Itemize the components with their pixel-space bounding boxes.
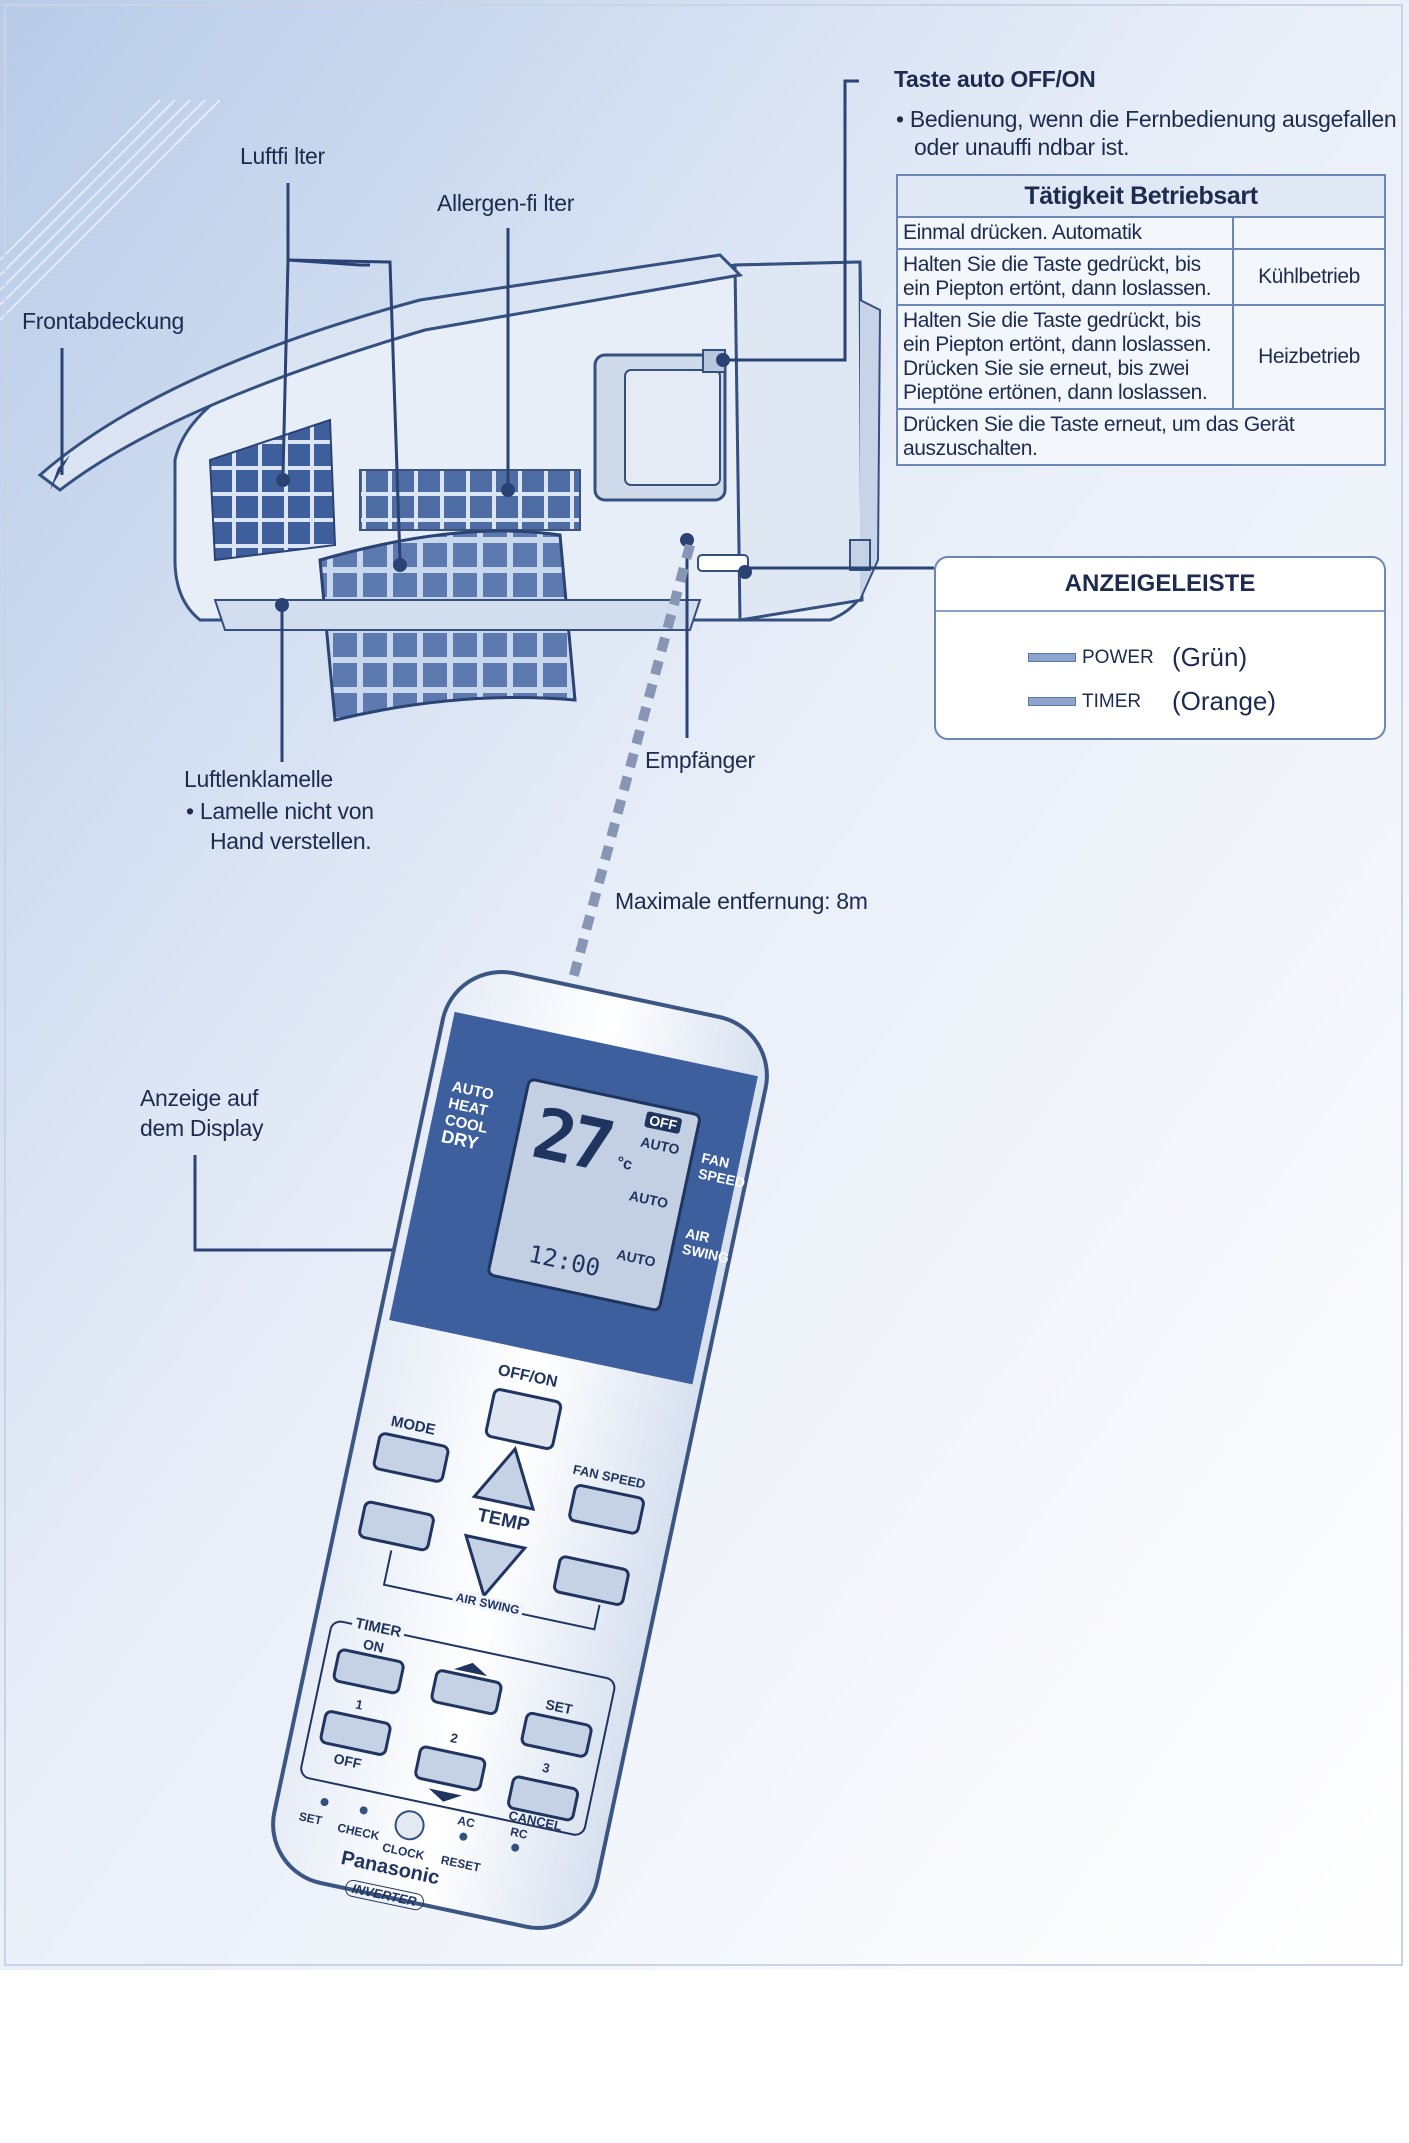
diagram-stage: Luftfi lter Allergen-fi lter Frontabdeck…: [0, 0, 1409, 1970]
air-swing-button-label[interactable]: AIR SWING: [451, 1589, 524, 1618]
table-cell-action: Halten Sie die Taste gedrückt, bis ein P…: [896, 248, 1234, 306]
display-auto-fan: AUTO: [627, 1187, 670, 1212]
air-swing-display-label: AIR SWING: [681, 1225, 734, 1266]
page-frame: [4, 4, 1403, 1966]
remote-control: [271, 970, 769, 1930]
callout-dots: [275, 353, 752, 1257]
indicator-color: (Grün): [1172, 642, 1248, 672]
table-row: Halten Sie die Taste gedrückt, bis ein P…: [896, 304, 1386, 410]
timer-label: TIMER: [350, 1614, 406, 1642]
mode-table-header-row: Tätigkeit Betriebsart: [896, 174, 1386, 218]
table-cell-mode: [1232, 216, 1386, 250]
table-cell-mode: Heizbetrieb: [1232, 304, 1386, 410]
air-filter: [208, 418, 337, 562]
num-3-label: 3: [541, 1759, 552, 1776]
lamelle-note-line2: Hand verstellen.: [210, 828, 372, 854]
indicator-color: (Orange): [1172, 686, 1277, 716]
rc-button[interactable]: RC: [509, 1824, 529, 1842]
fan-speed-label: FAN SPEED: [697, 1150, 750, 1191]
power-indicator-swatch: [1028, 653, 1076, 662]
ac-button[interactable]: AC: [456, 1813, 477, 1831]
indicator-panel-divider: [936, 610, 1384, 612]
anzeige-label-line2: dem Display: [140, 1115, 264, 1141]
table-cell-action: Halten Sie die Taste gedrückt, bis ein P…: [896, 304, 1234, 410]
table-row: Halten Sie die Taste gedrückt, bis ein P…: [896, 248, 1386, 306]
empfaenger-label: Empfänger: [645, 747, 755, 773]
allergen-filter-label: Allergen-fi lter: [437, 190, 575, 216]
anzeige-label-line1: Anzeige auf: [140, 1085, 259, 1111]
table-cell-action: Einmal drücken. Automatik: [896, 216, 1234, 250]
reset-button[interactable]: RESET: [439, 1852, 482, 1875]
timer-indicator-swatch: [1028, 697, 1076, 706]
display-temperature: 27: [525, 1091, 618, 1189]
auto-button-title: Taste auto OFF/ON: [894, 66, 1096, 92]
lamelle-note-line1: • Lamelle nicht von: [186, 798, 374, 824]
indicator-name: TIMER: [1082, 690, 1142, 712]
temp-button[interactable]: TEMP: [475, 1504, 532, 1537]
indicator-strip: [697, 554, 749, 572]
front-cover: [37, 253, 744, 492]
display-mode-list: AUTO HEAT COOL DRY: [440, 1078, 497, 1154]
display-clock: 12:00: [526, 1239, 603, 1283]
indicator-panel: ANZEIGELEISTE POWER (Grün) TIMER (Orange…: [934, 556, 1386, 740]
air-louver: [213, 599, 702, 631]
callout-lines: [60, 79, 934, 1252]
num-1-label: 1: [354, 1696, 365, 1713]
timer-on-button[interactable]: ON: [361, 1635, 386, 1656]
signal-beam: [565, 543, 695, 992]
background-streaks: [0, 99, 221, 321]
check-button[interactable]: CHECK: [336, 1820, 381, 1844]
offon-button-shape: [484, 1388, 563, 1450]
indicator-name: POWER: [1082, 646, 1154, 668]
table-cell-action: Drücken Sie die Taste erneut, um das Ger…: [896, 408, 1386, 466]
luftlenklamelle-label: Luftlenklamelle: [184, 766, 333, 792]
indicator-row-power: POWER (Grün): [1028, 642, 1247, 673]
fan-speed-button[interactable]: FAN SPEED: [571, 1461, 647, 1492]
table-cell-mode: Kühlbetrieb: [1232, 248, 1386, 306]
display-off-badge: OFF: [643, 1111, 683, 1135]
offon-button[interactable]: OFF/ON: [496, 1361, 559, 1392]
set-small-button[interactable]: SET: [297, 1809, 324, 1828]
display-unit: °c: [615, 1154, 634, 1174]
indicator-row-timer: TIMER (Orange): [1028, 686, 1276, 717]
mode-table-header: Tätigkeit Betriebsart: [896, 174, 1386, 218]
mode-button[interactable]: MODE: [389, 1412, 437, 1439]
ac-unit: [37, 253, 882, 722]
num-2-label: 2: [449, 1730, 460, 1747]
display-auto-mode: AUTO: [639, 1133, 682, 1158]
timer-off-button[interactable]: OFF: [332, 1750, 363, 1772]
indicator-panel-title: ANZEIGELEISTE: [1064, 570, 1256, 597]
remote-lcd: [487, 1078, 701, 1312]
table-row: Einmal drücken. Automatik: [896, 216, 1386, 250]
mode-table: Tätigkeit Betriebsart Einmal drücken. Au…: [896, 174, 1386, 466]
luftfilter-label: Luftfi lter: [240, 143, 325, 169]
frontabdeckung-label: Frontabdeckung: [22, 308, 185, 334]
auto-button-note-line2: oder unauffi ndbar ist.: [914, 134, 1130, 160]
auto-button-note-line1: • Bedienung, wenn die Fernbedienung ausg…: [896, 106, 1397, 132]
set-button[interactable]: SET: [544, 1696, 575, 1718]
table-row: Drücken Sie die Taste erneut, um das Ger…: [896, 408, 1386, 466]
max-distance-label: Maximale entfernung: 8m: [615, 888, 868, 914]
display-auto-swing: AUTO: [615, 1246, 658, 1270]
